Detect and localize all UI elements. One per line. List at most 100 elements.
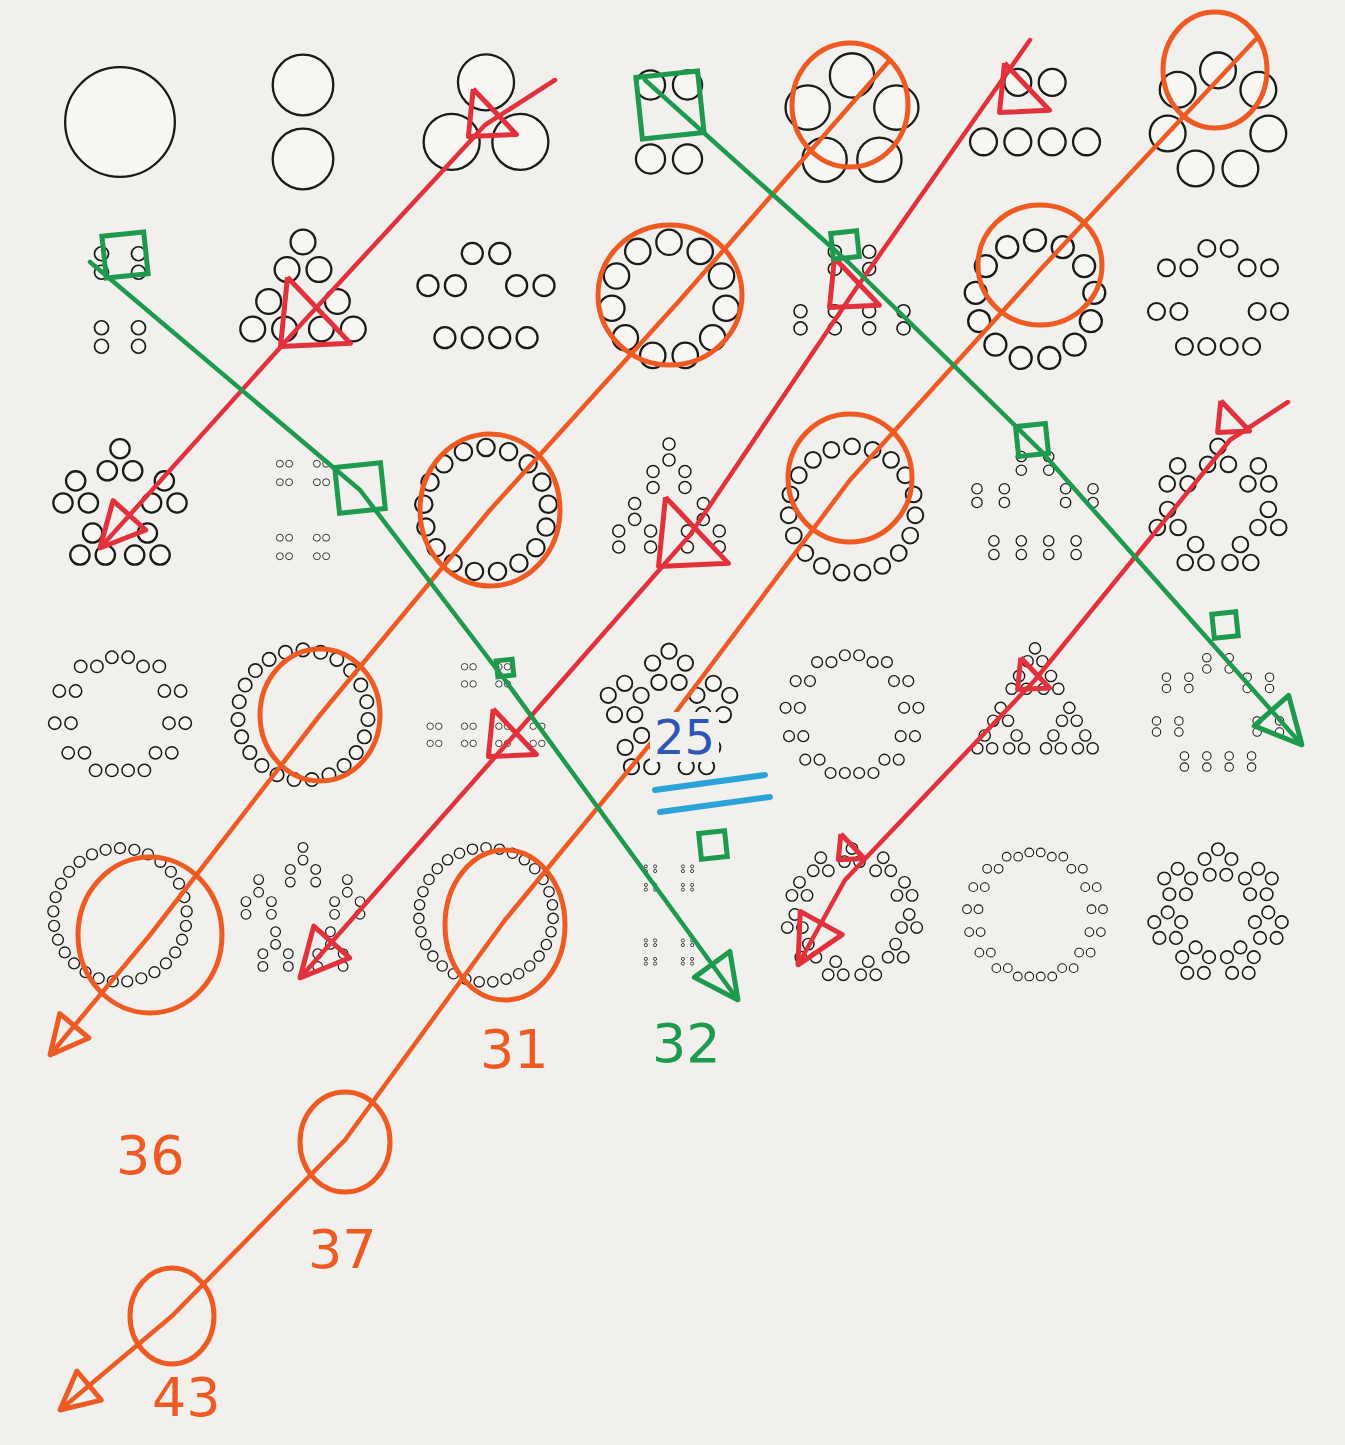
dot (963, 905, 972, 914)
dot (1048, 730, 1059, 741)
dot (298, 855, 308, 865)
dot (975, 948, 984, 957)
diagonal-line (300, 40, 1030, 978)
dot (1067, 864, 1076, 873)
dot (470, 723, 476, 729)
dot (1176, 338, 1193, 355)
dot (1163, 888, 1176, 901)
dot (428, 951, 438, 961)
dot (1071, 715, 1082, 726)
dot (517, 327, 538, 348)
arrow-head (50, 1014, 89, 1055)
dot (1249, 303, 1266, 320)
dot (534, 275, 555, 296)
dot (445, 275, 466, 296)
dot (1175, 717, 1183, 725)
dot (823, 442, 839, 458)
dot (691, 957, 694, 960)
dot (1185, 673, 1193, 681)
dot (86, 849, 97, 860)
dot (654, 939, 657, 942)
dot (1203, 654, 1211, 662)
dot (48, 906, 59, 917)
dot (1239, 259, 1256, 276)
dot (897, 951, 908, 962)
dot (1080, 730, 1091, 741)
dot (177, 934, 188, 945)
dot (466, 563, 483, 580)
dot (890, 938, 901, 949)
dot (678, 655, 693, 670)
dot (902, 528, 918, 544)
dot (830, 53, 874, 97)
callout-number: 25 (650, 712, 719, 762)
dot (691, 883, 694, 886)
dot (681, 869, 684, 872)
dot (1148, 916, 1161, 929)
dot (663, 438, 675, 450)
dot (867, 657, 878, 668)
dot (66, 471, 85, 490)
dot (899, 877, 910, 888)
dot (613, 525, 625, 537)
dot (651, 675, 666, 690)
dot (1203, 665, 1211, 673)
dot (284, 949, 294, 959)
dot (604, 263, 629, 288)
callout-number: 36 (112, 1128, 189, 1184)
dot (1087, 905, 1096, 914)
dot (855, 969, 866, 980)
square-mark (1016, 424, 1049, 457)
dot (1064, 702, 1075, 713)
dot (903, 676, 914, 687)
dot (496, 723, 502, 729)
dot (629, 513, 641, 525)
dot (256, 289, 281, 314)
dot (181, 906, 192, 917)
dot (895, 731, 906, 742)
square-mark (496, 659, 514, 677)
dot (910, 731, 921, 742)
dot (454, 848, 464, 858)
dot (913, 702, 924, 713)
dot (863, 245, 876, 258)
dot (1242, 967, 1255, 980)
dot (285, 865, 295, 875)
dot (254, 887, 264, 897)
dot (1004, 128, 1031, 155)
dot (1203, 763, 1211, 771)
dot (1175, 916, 1188, 929)
dot (1203, 752, 1211, 760)
dot (285, 877, 295, 887)
dot (899, 702, 910, 713)
dot (984, 334, 1006, 356)
callout-number: 43 (148, 1370, 225, 1426)
dot (681, 943, 684, 946)
dot (999, 497, 1009, 507)
dot (65, 67, 175, 177)
dot (996, 236, 1018, 258)
dot (976, 928, 985, 937)
dot (53, 493, 72, 512)
dot (1198, 853, 1211, 866)
dot (489, 563, 506, 580)
dot (477, 439, 494, 456)
dot (1097, 928, 1106, 937)
dot (814, 558, 830, 574)
dot (980, 883, 989, 892)
dot (238, 678, 251, 691)
dot (75, 660, 87, 672)
dot (461, 723, 467, 729)
dot (492, 114, 548, 170)
dot (644, 957, 647, 960)
dot (1016, 536, 1026, 546)
dot (489, 327, 510, 348)
dot (1016, 465, 1026, 475)
dot (83, 523, 102, 542)
dot (354, 678, 367, 691)
dot (49, 920, 60, 931)
equals-mark (655, 775, 765, 790)
dot (1225, 752, 1233, 760)
dot (62, 747, 74, 759)
dot (129, 844, 140, 855)
